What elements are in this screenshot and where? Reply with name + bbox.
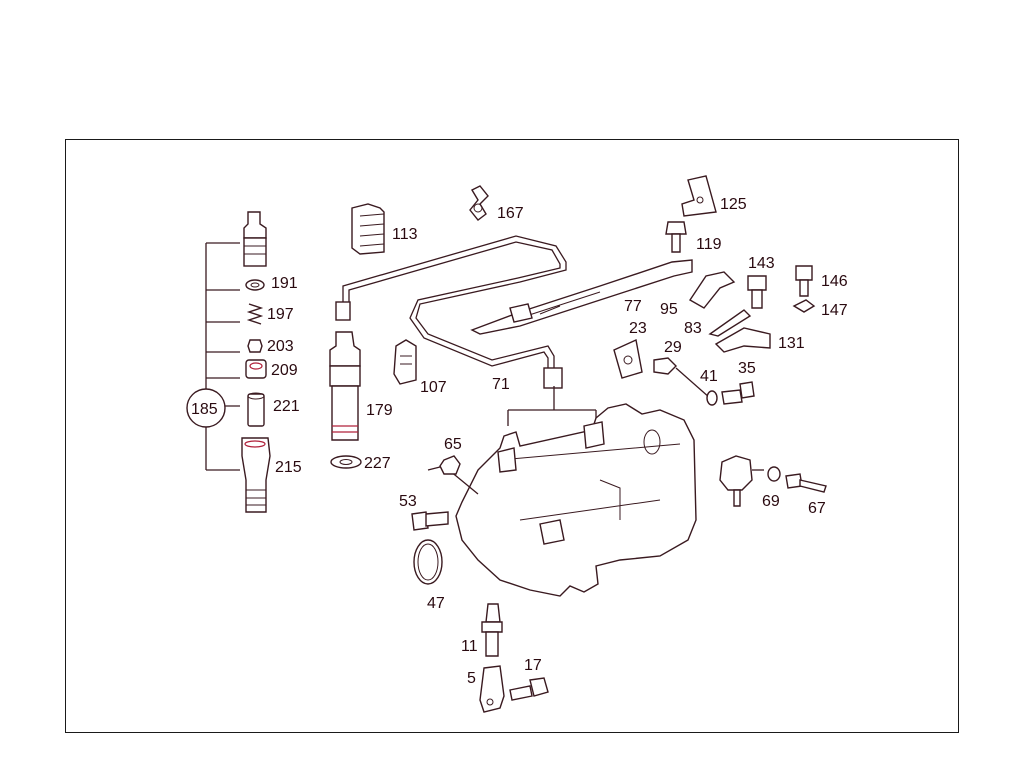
callout-143: 143 (748, 255, 775, 272)
callout-71: 71 (492, 376, 510, 393)
part-67-fitting (785, 473, 827, 493)
callout-197: 197 (267, 306, 294, 323)
part-146-bolt (795, 265, 813, 297)
callout-11: 11 (461, 638, 478, 655)
injection-pump-body (427, 386, 697, 597)
callout-185: 185 (191, 401, 218, 418)
part-119-bolt (665, 221, 687, 253)
part-113 (351, 203, 385, 255)
callout-107: 107 (420, 379, 447, 396)
callout-47: 47 (427, 595, 445, 612)
callout-227: 227 (364, 455, 391, 472)
callout-147: 147 (821, 302, 848, 319)
callout-83: 83 (684, 320, 702, 337)
callout-191: 191 (271, 275, 298, 292)
callout-53: 53 (399, 493, 417, 510)
part-47-oring (413, 539, 443, 585)
part-53-bolt (411, 511, 449, 531)
callout-221: 221 (273, 398, 300, 415)
part-65-nut (439, 455, 461, 475)
part-227-washer (330, 455, 362, 469)
callout-23: 23 (629, 320, 647, 337)
part-41-washer (706, 390, 718, 406)
callout-67: 67 (808, 500, 826, 517)
callout-203: 203 (267, 338, 294, 355)
diagram-frame (65, 139, 959, 733)
callout-179: 179 (366, 402, 393, 419)
part-147-washer (792, 299, 816, 313)
part-69-washer (767, 466, 781, 482)
part-35-bolt (721, 381, 755, 405)
callout-labels: 185 191 197 203 209 221 215 113 167 179 … (191, 196, 848, 687)
callout-17: 17 (524, 657, 542, 674)
callout-113: 113 (392, 226, 418, 243)
callout-167: 167 (497, 205, 524, 222)
part-143-bolt (747, 275, 767, 309)
callout-65: 65 (444, 436, 462, 453)
callout-69: 69 (762, 493, 780, 510)
part-actuator (719, 455, 764, 507)
callout-29: 29 (664, 339, 682, 356)
callout-146: 146 (821, 273, 848, 290)
part-107 (393, 339, 417, 385)
injector-assembly-185 (186, 211, 271, 513)
part-71-injection-lines (342, 235, 567, 389)
callout-119: 119 (696, 236, 722, 253)
callout-5: 5 (467, 670, 476, 687)
part-95-clip (689, 271, 736, 309)
part-83-clip (708, 309, 752, 337)
part-77-bracket (470, 259, 693, 335)
callout-77: 77 (624, 298, 642, 315)
part-11-valve (481, 603, 503, 657)
callout-215: 215 (275, 459, 302, 476)
part-125-bracket (681, 175, 717, 217)
callout-35: 35 (738, 360, 756, 377)
part-167 (469, 185, 489, 221)
part-179-injector (329, 301, 361, 441)
callout-95: 95 (660, 301, 678, 318)
callout-131: 131 (778, 335, 805, 352)
part-17-screw (509, 677, 549, 701)
callout-209: 209 (271, 362, 298, 379)
part-23-bracket (613, 338, 643, 379)
callout-41: 41 (700, 368, 718, 385)
part-5-housing (479, 665, 505, 713)
part-29-screw (653, 357, 711, 399)
callout-125: 125 (720, 196, 747, 213)
part-131-bracket (714, 327, 771, 353)
